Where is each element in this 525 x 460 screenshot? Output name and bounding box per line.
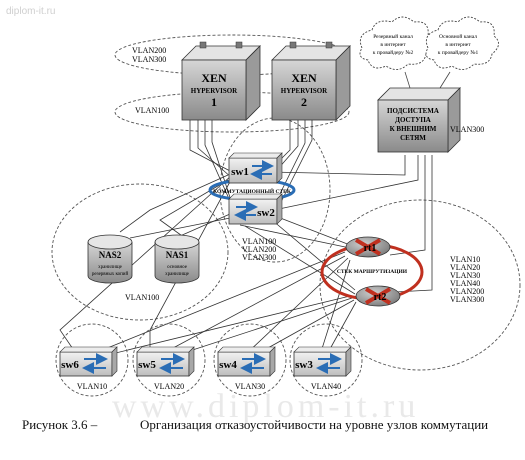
- nas1-desc-2: хранилище: [165, 272, 190, 277]
- vlan-router-6: VLAN300: [450, 295, 484, 304]
- cloud-backup-line-3: к провайдеру №2: [373, 49, 414, 56]
- access-switch-sw6: sw6 VLAN10: [55, 323, 129, 397]
- gateway-line-2: ДОСТУПА: [395, 116, 431, 124]
- access-switch-sw5: sw5 VLAN20: [132, 323, 206, 397]
- core-switch-stack: sw1 КОММУТАЦИОННЫЙ СТЕК sw2: [208, 152, 296, 225]
- gateway-line-1: ПОДСИСТЕМА: [387, 107, 439, 115]
- sw1-label: sw1: [231, 166, 249, 178]
- vlan-router-2: VLAN20: [450, 263, 480, 272]
- vlan-core-2: VLAN200: [242, 245, 276, 254]
- nas1-name: NAS1: [166, 250, 189, 260]
- rt2-label: rt2: [374, 292, 387, 303]
- caption-prefix: Рисунок 3.6 –: [22, 417, 98, 432]
- router-stack: rt1 СТЕК МАРШРУТИЗАЦИИ rt2: [320, 236, 424, 307]
- gateway-line-3: К ВНЕШНИМ: [390, 125, 437, 133]
- external-access-gateway: ПОДСИСТЕМА ДОСТУПА К ВНЕШНИМ СЕТЯМ: [377, 87, 461, 153]
- sw5-vlan: VLAN20: [154, 382, 184, 391]
- sw5-label: sw5: [138, 359, 156, 371]
- sw6-vlan: VLAN10: [77, 382, 107, 391]
- nas2-desc-1: хранилище: [98, 265, 123, 270]
- hypervisor-1-type: HYPERVISOR: [191, 87, 238, 95]
- vlan-gateway: VLAN300: [450, 125, 484, 134]
- cloud-links: [404, 71, 451, 89]
- vlan-nas: VLAN100: [125, 293, 159, 302]
- hypervisor-1: XEN HYPERVISOR 1: [181, 41, 261, 121]
- sw3-vlan: VLAN40: [311, 382, 341, 391]
- hypervisor-2-type: HYPERVISOR: [281, 87, 328, 95]
- sw4-vlan: VLAN30: [235, 382, 265, 391]
- cloud-primary-line-3: к провайдеру №1: [438, 49, 479, 56]
- cloud-backup-internet: Резервный канал в интернет к провайдеру …: [359, 16, 433, 70]
- vlan-labels: VLAN200 VLAN300 VLAN100 VLAN300 VLAN100 …: [125, 46, 484, 304]
- vlan-hv-bottom: VLAN100: [135, 106, 169, 115]
- router-stack-label: СТЕК МАРШРУТИЗАЦИИ: [337, 269, 408, 275]
- cloud-primary-internet: Основной канал в интернет к провайдеру №…: [425, 16, 499, 70]
- caption-text: Организация отказоустойчивости на уровне…: [140, 417, 489, 432]
- core-stack-label: КОММУТАЦИОННЫЙ СТЕК: [213, 187, 291, 195]
- rt1-label: rt1: [364, 243, 377, 254]
- hypervisor-1-number: 1: [211, 95, 217, 109]
- figure-caption: Рисунок 3.6 – Организация отказоустойчиво…: [22, 415, 502, 434]
- vlan-router-5: VLAN200: [450, 287, 484, 296]
- vlan-core-1: VLAN100: [242, 237, 276, 246]
- cloud-primary-line-2: в интернет: [445, 42, 471, 48]
- hypervisor-2-brand: XEN: [291, 71, 317, 85]
- watermark-bottom: www.diplom-it.ru: [112, 388, 420, 425]
- vlan-router-1: VLAN10: [450, 255, 480, 264]
- sw3-label: sw3: [295, 359, 313, 371]
- nas2-name: NAS2: [99, 250, 122, 260]
- vlan-hv-top-1: VLAN200: [132, 46, 166, 55]
- hypervisor-1-brand: XEN: [201, 71, 227, 85]
- cloud-backup-line-2: в интернет: [380, 42, 406, 48]
- vlan-router-3: VLAN30: [450, 271, 480, 280]
- hypervisor-2-number: 2: [301, 95, 307, 109]
- cloud-primary-line-1: Основной канал: [439, 33, 477, 40]
- nas2-desc-2: резервных копий: [92, 272, 129, 277]
- watermark-top: diplom-it.ru: [6, 6, 56, 17]
- access-switch-sw3: sw3 VLAN40: [289, 323, 363, 397]
- sw2-label: sw2: [257, 207, 275, 219]
- connection-lines: [59, 120, 433, 359]
- sw4-label: sw4: [219, 359, 237, 371]
- access-switch-sw4: sw4 VLAN30: [213, 323, 287, 397]
- vlan-hv-top-2: VLAN300: [132, 55, 166, 64]
- nas2-storage: NAS2 хранилище резервных копий: [87, 234, 133, 284]
- nas1-desc-1: основное: [167, 265, 188, 270]
- vlan-router-4: VLAN40: [450, 279, 480, 288]
- vlan-core-3: VLAN300: [242, 253, 276, 262]
- cloud-backup-line-1: Резервный канал: [373, 33, 413, 40]
- network-diagram: Резервный канал в интернет к провайдеру …: [51, 16, 521, 397]
- gateway-line-4: СЕТЯМ: [400, 134, 426, 142]
- nas1-storage: NAS1 основное хранилище: [154, 234, 200, 284]
- hypervisor-2: XEN HYPERVISOR 2: [271, 41, 351, 121]
- sw6-label: sw6: [61, 359, 79, 371]
